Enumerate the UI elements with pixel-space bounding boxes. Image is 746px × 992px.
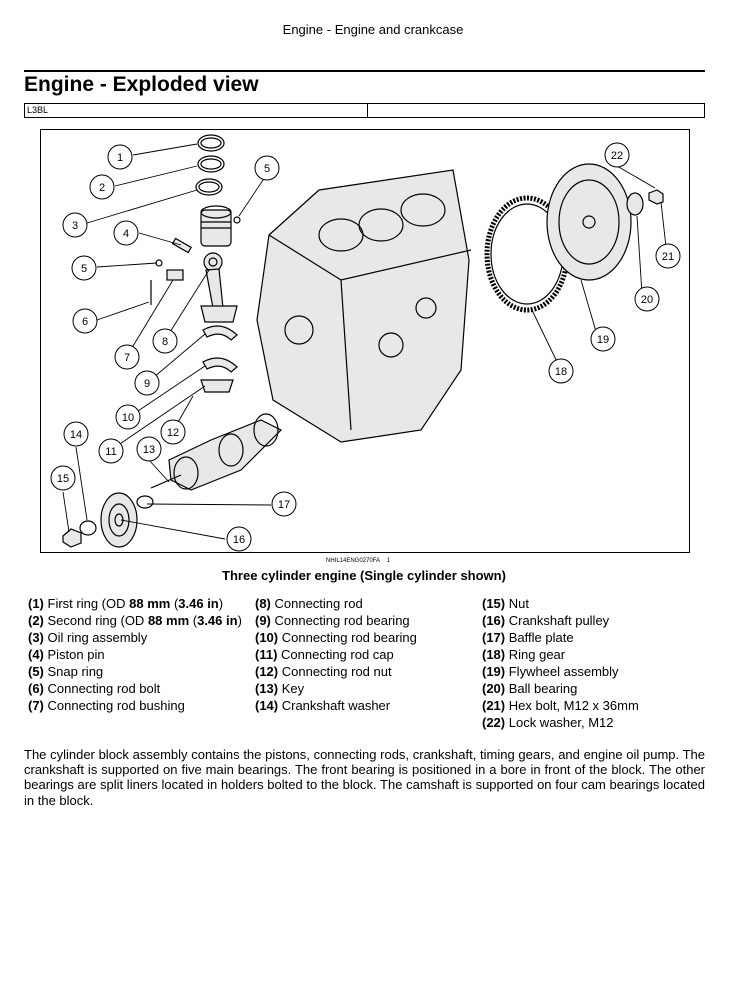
cylinder-block-drawing bbox=[256, 169, 472, 443]
legend-item: (3) Oil ring assembly bbox=[28, 630, 148, 645]
legend-item: (8) Connecting rod bbox=[255, 596, 363, 611]
second-ring-drawing bbox=[197, 155, 225, 173]
svg-text:11: 11 bbox=[105, 446, 116, 458]
svg-text:3: 3 bbox=[72, 220, 78, 232]
callout-6: 6 bbox=[72, 308, 98, 334]
figure-id: NHIL14ENG0270FA 1 bbox=[326, 558, 391, 564]
callout-19: 19 bbox=[590, 326, 616, 352]
callout-5a: 5 bbox=[254, 155, 280, 181]
callout-4: 4 bbox=[113, 220, 139, 246]
svg-text:6: 6 bbox=[82, 316, 88, 328]
model-table: L3BL bbox=[24, 103, 705, 118]
svg-text:8: 8 bbox=[162, 336, 168, 348]
exploded-view-figure: 1 2 3 4 5 5 6 7 8 9 10 11 12 13 14 15 16… bbox=[40, 129, 690, 553]
legend-column-1: (1) First ring (OD 88 mm (3.46 in) (2) S… bbox=[28, 595, 242, 714]
legend-item: (14) Crankshaft washer bbox=[255, 698, 391, 713]
legend-item: (6) Connecting rod bolt bbox=[28, 681, 161, 696]
exploded-view-drawing: 1 2 3 4 5 5 6 7 8 9 10 11 12 13 14 15 16… bbox=[50, 134, 681, 552]
callout-17: 17 bbox=[271, 491, 297, 517]
ball-bearing-drawing bbox=[626, 192, 644, 216]
svg-text:1: 1 bbox=[117, 152, 123, 164]
flywheel-drawing bbox=[546, 163, 632, 281]
legend-item: (22) Lock washer, M12 bbox=[482, 715, 614, 730]
svg-text:7: 7 bbox=[124, 352, 130, 364]
legend-item: (12) Connecting rod nut bbox=[255, 664, 392, 679]
svg-text:5: 5 bbox=[264, 163, 270, 175]
callout-15: 15 bbox=[50, 465, 76, 491]
crankshaft-drawing bbox=[150, 413, 283, 491]
callout-21: 21 bbox=[655, 243, 681, 269]
legend-item: (20) Ball bearing bbox=[482, 681, 578, 696]
title-rule bbox=[24, 70, 705, 72]
legend-item: (18) Ring gear bbox=[482, 647, 566, 662]
callout-18: 18 bbox=[548, 358, 574, 384]
callout-5b: 5 bbox=[71, 255, 97, 281]
crankshaft-washer-drawing bbox=[79, 520, 97, 536]
legend-item: (10) Connecting rod bearing bbox=[255, 630, 417, 645]
callout-2: 2 bbox=[89, 174, 115, 200]
svg-text:20: 20 bbox=[641, 294, 653, 306]
legend-item: (15) Nut bbox=[482, 596, 529, 611]
figure-caption: Three cylinder engine (Single cylinder s… bbox=[222, 568, 506, 583]
first-ring-drawing bbox=[197, 134, 225, 152]
callout-1: 1 bbox=[107, 144, 133, 170]
svg-text:21: 21 bbox=[662, 251, 674, 263]
callout-20: 20 bbox=[634, 286, 660, 312]
legend-item: (13) Key bbox=[255, 681, 305, 696]
legend-item: (11) Connecting rod cap bbox=[255, 647, 394, 662]
svg-text:13: 13 bbox=[143, 444, 155, 456]
legend-item: (2) Second ring (OD 88 mm (3.46 in) bbox=[28, 613, 242, 628]
legend-item: (16) Crankshaft pulley bbox=[482, 613, 610, 628]
legend-item: (1) First ring (OD 88 mm (3.46 in) bbox=[28, 596, 224, 611]
callout-8: 8 bbox=[152, 328, 178, 354]
legend-column-3: (15) Nut (16) Crankshaft pulley (17) Baf… bbox=[482, 595, 639, 731]
callout-13: 13 bbox=[136, 436, 162, 462]
legend-column-2: (8) Connecting rod (9) Connecting rod be… bbox=[255, 595, 417, 714]
svg-text:2: 2 bbox=[99, 182, 105, 194]
legend-item: (19) Flywheel assembly bbox=[482, 664, 619, 679]
callout-3: 3 bbox=[62, 212, 88, 238]
callout-16: 16 bbox=[226, 526, 252, 552]
svg-text:16: 16 bbox=[233, 534, 245, 546]
callout-7: 7 bbox=[114, 344, 140, 370]
callout-9: 9 bbox=[134, 370, 160, 396]
svg-text:18: 18 bbox=[555, 366, 567, 378]
svg-text:17: 17 bbox=[278, 499, 290, 511]
callout-10: 10 bbox=[115, 404, 141, 430]
body-paragraph: The cylinder block assembly contains the… bbox=[24, 747, 705, 808]
running-header: Engine - Engine and crankcase bbox=[282, 22, 464, 37]
oil-ring-drawing bbox=[195, 178, 223, 196]
legend-item: (5) Snap ring bbox=[28, 664, 104, 679]
crankshaft-pulley-drawing bbox=[100, 492, 138, 548]
svg-text:22: 22 bbox=[611, 150, 623, 162]
piston-drawing bbox=[200, 205, 232, 247]
svg-text:19: 19 bbox=[597, 334, 609, 346]
model-cell: L3BL bbox=[25, 104, 368, 117]
svg-text:14: 14 bbox=[70, 429, 82, 441]
svg-text:9: 9 bbox=[144, 378, 150, 390]
legend-item: (7) Connecting rod bushing bbox=[28, 698, 185, 713]
callout-11: 11 bbox=[98, 438, 124, 464]
svg-text:5: 5 bbox=[81, 263, 87, 275]
callout-12: 12 bbox=[160, 419, 186, 445]
legend-item: (21) Hex bolt, M12 x 36mm bbox=[482, 698, 639, 713]
callout-22: 22 bbox=[604, 142, 630, 168]
legend-item: (17) Baffle plate bbox=[482, 630, 574, 645]
legend-item: (4) Piston pin bbox=[28, 647, 105, 662]
legend-item: (9) Connecting rod bearing bbox=[255, 613, 410, 628]
svg-text:12: 12 bbox=[167, 427, 179, 439]
figure-callouts: 1 2 3 4 5 5 6 7 8 9 10 11 12 13 14 15 16… bbox=[50, 142, 681, 552]
page-title: Engine - Exploded view bbox=[24, 73, 259, 96]
svg-text:10: 10 bbox=[122, 412, 134, 424]
svg-text:4: 4 bbox=[123, 228, 129, 240]
svg-text:15: 15 bbox=[57, 473, 69, 485]
callout-14: 14 bbox=[63, 421, 89, 447]
connecting-rod-drawing bbox=[200, 252, 238, 323]
